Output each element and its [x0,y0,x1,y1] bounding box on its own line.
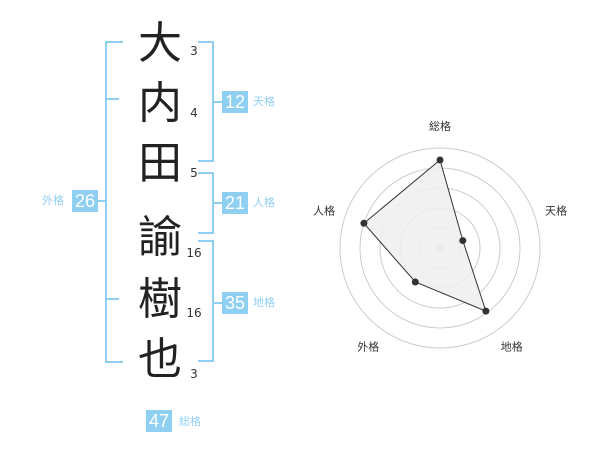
radar-series-area [363,159,487,312]
name-char-1: 大 [138,18,182,69]
radar-point-3 [482,307,490,315]
gaikaku-connector [96,200,105,202]
chikaku-bracket [198,240,214,362]
tenkaku-badge: 12 [222,91,249,113]
chikaku-connector [214,302,222,304]
gaikaku-bracket [105,41,123,363]
gaikaku-badge: 26 [72,190,99,212]
soukaku-label: 総格 [179,415,201,428]
radar-axis-label-2: 天格 [545,203,567,217]
tenkaku-label: 天格 [253,95,275,108]
radar-axis-label-5: 人格 [313,203,335,217]
chikaku-label: 地格 [253,296,275,309]
radar-series-points [360,156,490,315]
radar-point-4 [411,278,419,286]
radar-grid-ring [339,147,541,349]
stroke-count-4: 16 [186,246,202,260]
jinkaku-badge: 21 [222,192,249,214]
radar-axis-label-4: 外格 [357,340,379,354]
jinkaku-label: 人格 [253,196,275,209]
radar-axis-label-1: 総格 [429,119,451,133]
tenkaku-connector [214,101,222,103]
soukaku-badge: 47 [146,410,173,432]
jinkaku-connector [214,202,222,204]
radar-point-1 [436,156,444,164]
stroke-count-1: 3 [190,44,198,58]
stroke-count-2: 4 [190,106,198,120]
gaikaku-label: 外格 [42,194,64,207]
name-char-5: 樹 [138,274,182,325]
radar-axis-label-3: 地格 [501,340,523,354]
jinkaku-bracket [198,172,214,234]
name-char-6: 也 [138,334,182,385]
stroke-count-6: 3 [190,367,198,381]
stroke-count-5: 16 [186,306,202,320]
name-char-4: 諭 [138,212,182,263]
stroke-count-3: 5 [190,166,198,180]
tenkaku-bracket [198,41,214,162]
chikaku-badge: 35 [222,292,249,314]
gaikaku-bracket-tick-2 [107,298,119,300]
gaikaku-bracket-tick-1 [107,98,119,100]
radar-point-5 [360,219,368,227]
name-char-3: 田 [138,138,182,189]
name-char-2: 内 [138,78,182,129]
radar-point-2 [459,237,467,245]
